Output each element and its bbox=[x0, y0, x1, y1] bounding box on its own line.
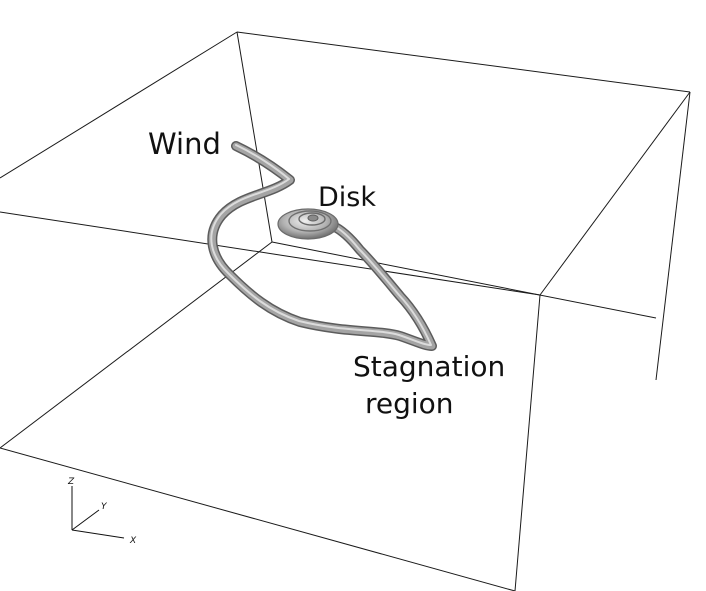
axis-triad bbox=[71, 486, 125, 539]
stagnation-label-line1: Stagnation bbox=[353, 350, 505, 383]
disk-ring-3 bbox=[298, 212, 326, 226]
box-edge-front-bottom bbox=[0, 447, 516, 591]
y-axis-label: Y bbox=[101, 502, 108, 512]
streamline-tube bbox=[207, 141, 437, 351]
y-axis-line bbox=[71, 509, 100, 531]
disk-object bbox=[277, 208, 339, 240]
disk-core bbox=[307, 214, 319, 222]
z-axis-label: Z bbox=[67, 477, 75, 487]
streamline-tube-highlight bbox=[210, 144, 432, 346]
wind-label: Wind bbox=[148, 127, 221, 161]
box-edge-front-right-vertical bbox=[514, 294, 541, 591]
x-axis-line bbox=[71, 529, 125, 539]
box-edge-front-top bbox=[0, 211, 541, 296]
box-edge-top-back bbox=[236, 31, 691, 93]
disk-label: Disk bbox=[318, 182, 376, 213]
disk-ring-2 bbox=[288, 210, 332, 232]
box-edge-back-vertical bbox=[236, 31, 273, 243]
box-edge-bottom-back bbox=[271, 241, 657, 319]
x-axis-label: X bbox=[129, 536, 137, 546]
box-edge-right-back-vertical bbox=[655, 91, 691, 381]
stagnation-label-line2: region bbox=[365, 387, 454, 420]
bounding-box bbox=[0, 31, 691, 591]
box-edge-top-left bbox=[0, 31, 238, 179]
streamline-tube-shadow bbox=[207, 141, 437, 351]
streamline-tube-body bbox=[208, 142, 436, 350]
box-edge-top-right bbox=[539, 91, 691, 296]
